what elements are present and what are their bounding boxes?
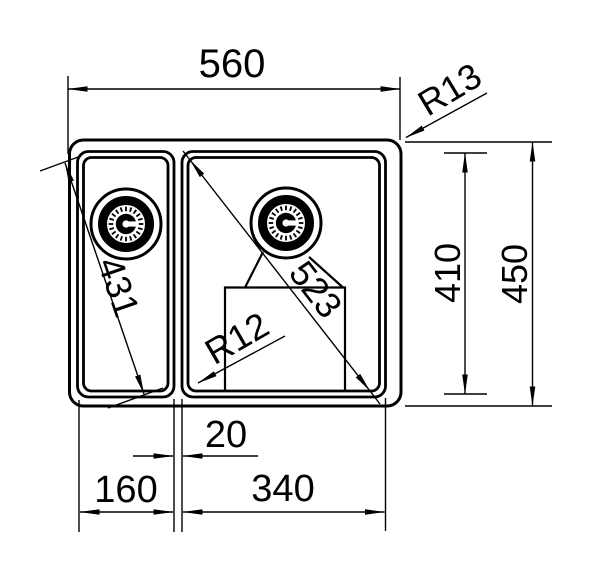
- dim-left-bowl-width: 160: [79, 469, 174, 515]
- dim-overall-depth-label: 450: [494, 244, 535, 304]
- dim-outer-corner-radius: R13: [405, 55, 488, 139]
- dim-overall-width-label: 560: [199, 42, 266, 86]
- dim-bowl-depth: 410: [427, 152, 487, 395]
- dim-bowl-gap: 20: [133, 414, 258, 459]
- dim-overall-depth: 450: [405, 141, 552, 407]
- dim-bowl-gap-label: 20: [205, 414, 247, 456]
- left-drain-icon: [89, 187, 163, 261]
- right-drain-icon: [249, 186, 323, 260]
- dim-left-bowl-width-label: 160: [94, 469, 157, 511]
- dim-right-bowl-width: 340: [182, 468, 385, 515]
- dim-overall-width: 560: [67, 42, 401, 154]
- right-bowl-outline: [180, 150, 387, 399]
- dim-left-bowl-diagonal-label: 431: [90, 252, 148, 322]
- dim-right-bowl-width-label: 340: [251, 468, 314, 510]
- dim-right-bowl-diagonal-label: 523: [281, 253, 350, 326]
- bottom-extension-lines: [78, 398, 387, 532]
- dim-bowl-depth-label: 410: [427, 243, 468, 303]
- dim-inner-corner-radius: R12: [197, 304, 286, 384]
